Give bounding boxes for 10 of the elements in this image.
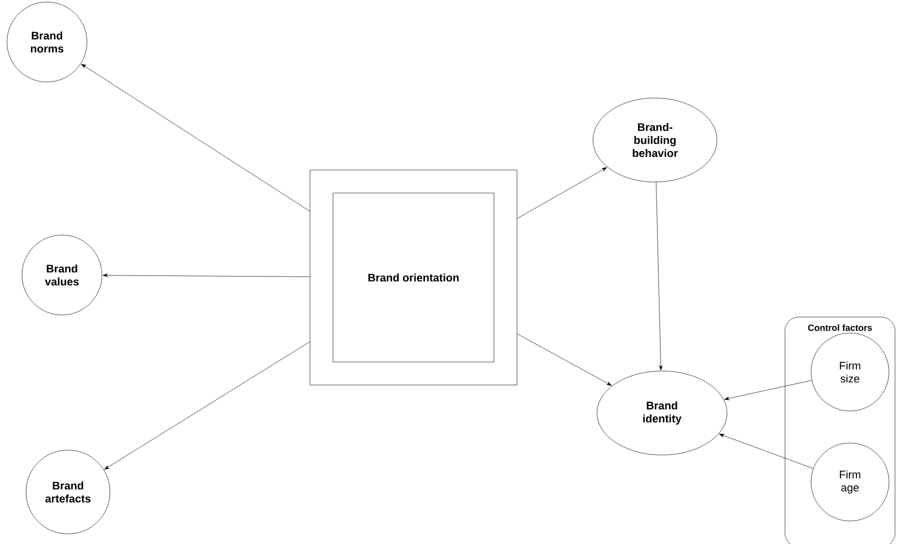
outer-square — [310, 170, 518, 386]
arrow — [81, 64, 310, 212]
construct-box: Brand orientation — [332, 192, 494, 362]
arrow — [719, 434, 814, 469]
arrow — [517, 334, 612, 386]
arrow — [724, 380, 812, 400]
arrow — [102, 274, 310, 278]
arrow — [656, 182, 663, 370]
arrow — [517, 167, 608, 219]
arrow — [104, 342, 310, 470]
